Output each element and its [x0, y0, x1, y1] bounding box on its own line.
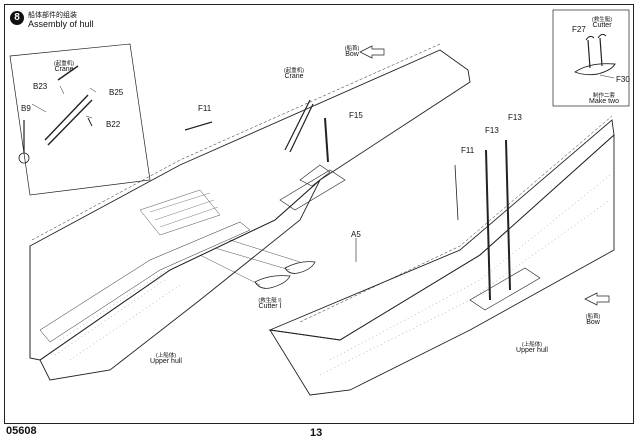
cutter-callout-cn: (救生艇 I) — [258, 298, 282, 304]
step-title-cn: 船体部件的组装 — [28, 12, 77, 19]
upper-hull-right-en: Upper hull — [516, 347, 548, 354]
product-code: 05608 — [6, 425, 37, 437]
bow-top-label-cn: (船首) — [344, 46, 360, 52]
upper-hull-left-en: Upper hull — [150, 358, 182, 365]
right-hull-deck — [268, 119, 615, 341]
cutter-inset-box — [552, 9, 630, 107]
step-title-en: Assembly of hull — [28, 19, 94, 29]
crane-inset-box — [9, 43, 151, 196]
page-frame — [4, 4, 634, 424]
crane-inset-label-en: Crane — [54, 66, 74, 73]
cutter-make-two-cn: 制作二套 — [592, 93, 616, 99]
part-b9-label: B9 — [21, 104, 31, 113]
page-number: 13 — [310, 427, 323, 439]
crane-inset-label-cn: (起重机) — [53, 61, 75, 67]
part-b23-label: B23 — [33, 82, 48, 91]
part-f11-right-label: F11 — [461, 146, 475, 155]
part-f13-a-label: F13 — [485, 126, 499, 135]
part-f30-label: F30 — [616, 75, 630, 84]
part-a5-label: A5 — [351, 230, 361, 239]
step-number-badge: 8 — [10, 11, 24, 25]
cutter-inset-label-en: Cutter — [592, 22, 612, 29]
cutter-callout-en: Cutter I — [258, 303, 282, 310]
crane-boom-part — [44, 94, 93, 146]
bow-arrow-right — [584, 292, 610, 306]
bow-arrow-top — [359, 45, 385, 59]
cutter-boat — [574, 63, 616, 76]
part-b22-label: B22 — [106, 120, 121, 129]
upper-hull-right-cn: (上船体) — [521, 342, 543, 348]
right-hull-side — [269, 133, 615, 396]
crane-callout-en: Crane — [284, 73, 304, 80]
left-hull-deck — [29, 49, 471, 361]
left-hull-side — [39, 179, 321, 381]
cutter-make-two-en: Make two — [589, 98, 619, 105]
bow-right-label-en: Bow — [586, 319, 600, 326]
bow-top-label-en: Bow — [345, 51, 359, 58]
part-f11-left-label: F11 — [198, 104, 212, 113]
part-f15-label: F15 — [349, 111, 363, 120]
part-f13-b-label: F13 — [508, 113, 522, 122]
bow-right-label-cn: (船首) — [585, 314, 601, 320]
cutter-inset-label-cn: (救生艇) — [591, 17, 613, 23]
part-b25-label: B25 — [109, 88, 124, 97]
crane-callout-cn: (起重机) — [283, 68, 305, 74]
upper-hull-left-cn: (上船体) — [155, 353, 177, 359]
part-f27-label: F27 — [572, 25, 586, 34]
